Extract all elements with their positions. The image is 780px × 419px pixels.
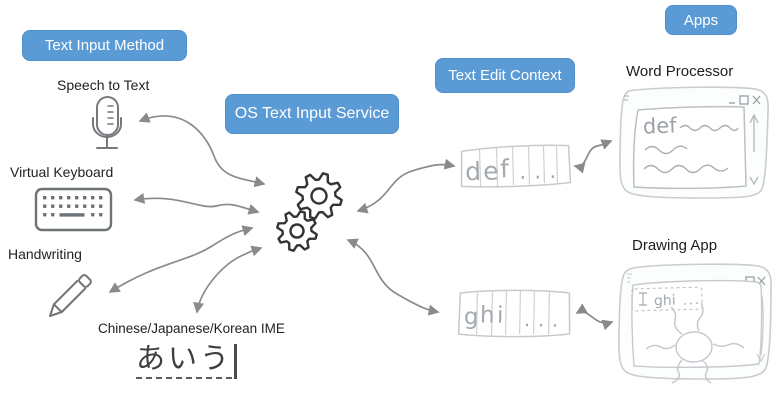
document-text: def (643, 113, 678, 138)
label-word-processor: Word Processor (626, 63, 734, 80)
menu-lines-icon (624, 95, 629, 101)
microphone-icon (92, 96, 122, 149)
arrow-keyboard-to-service (133, 192, 260, 215)
arrow-service-to-word-context (356, 158, 456, 214)
context-char: i (497, 303, 504, 329)
text-cursor (234, 344, 237, 379)
scroll-down-chevron-icon (749, 176, 759, 186)
word-edit-context-box: d e f . . . (460, 144, 572, 188)
scroll-hint (756, 295, 766, 363)
maximize-icon (739, 95, 749, 105)
word-processor-window: def (619, 86, 769, 199)
context-char: g (464, 304, 479, 330)
document-area (632, 105, 747, 190)
text-box (631, 286, 703, 312)
context-char: . (524, 307, 531, 331)
document-squiggle-line (644, 145, 688, 155)
window-controls (729, 95, 761, 105)
context-char: . (519, 160, 527, 185)
sun-drawing (645, 302, 745, 384)
text-box-text: ghi (654, 293, 676, 310)
context-char: d (465, 157, 482, 186)
context-char: . (538, 307, 545, 331)
context-char: . (552, 308, 559, 332)
pencil-icon (49, 274, 92, 317)
label-virtual-keyboard: Virtual Keyboard (10, 164, 114, 180)
context-char: e (483, 156, 499, 185)
scrollbar (749, 113, 759, 186)
context-char: f (500, 154, 511, 183)
scroll-up-arrow-icon (749, 113, 759, 152)
ime-composition: あいう (136, 343, 237, 379)
label-drawing-app: Drawing App (632, 237, 718, 254)
arrow-word-context-to-app (573, 139, 613, 174)
arrow-service-to-drawing-context (346, 238, 440, 316)
menu-lines-icon (627, 273, 632, 283)
drawing-app-window: ghi (618, 263, 772, 384)
label-speech-to-text: Speech to Text (57, 77, 150, 93)
document-squiggle-line (679, 124, 739, 132)
drawing-edit-context-box: g h i . . . (457, 289, 571, 338)
arrow-handwriting-to-service (108, 225, 254, 293)
text-box-dots (684, 302, 698, 305)
context-char: . (534, 159, 542, 184)
document-squiggle-line (643, 164, 729, 174)
badge-os-text-input-service: OS Text Input Service (225, 94, 399, 134)
ibeam-cursor-icon (639, 292, 647, 306)
arrow-drawing-context-to-app (575, 303, 614, 331)
close-icon (752, 95, 761, 105)
badge-apps: Apps (665, 5, 737, 35)
arrow-speech-to-service (138, 112, 266, 188)
ime-composition-text: あいう (136, 343, 233, 379)
keyboard-icon (34, 187, 113, 232)
context-char: h (480, 302, 495, 328)
badge-text-edit-context: Text Edit Context (435, 58, 575, 93)
gears-icon (276, 172, 343, 252)
label-cjk-ime: Chinese/Japanese/Korean IME (98, 321, 285, 336)
badge-text-input-method: Text Input Method (22, 30, 187, 61)
arrow-ime-to-service (193, 245, 263, 314)
context-char: . (549, 159, 557, 184)
label-handwriting: Handwriting (8, 246, 82, 262)
